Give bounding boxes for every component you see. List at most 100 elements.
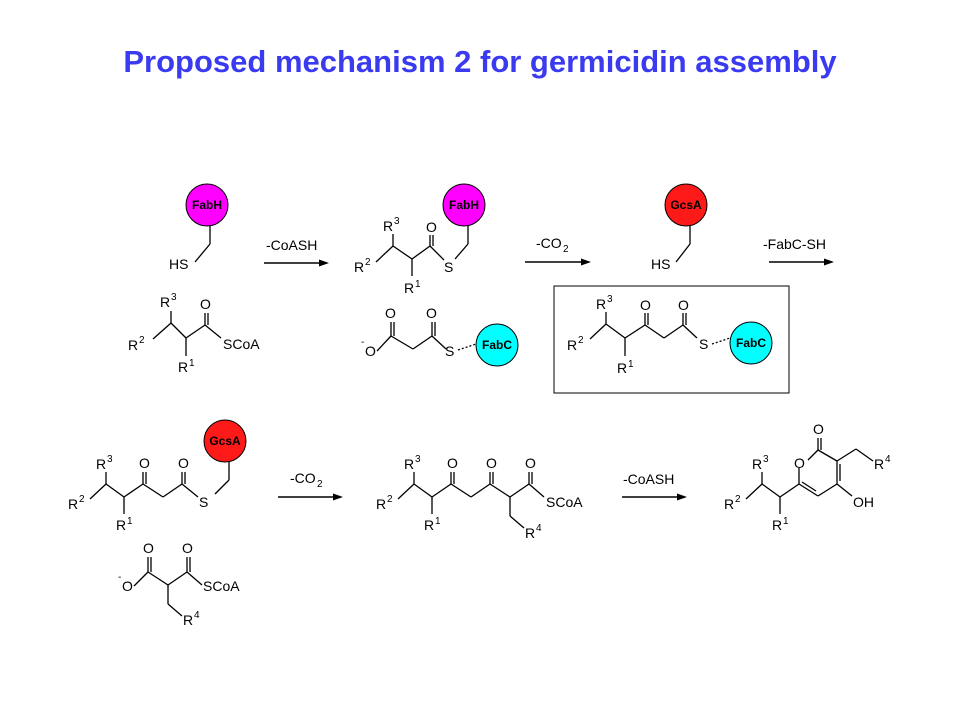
o-atom: O: [200, 296, 211, 312]
s-atom: S: [699, 336, 708, 352]
superscript: 1: [415, 279, 421, 290]
superscript: 2: [79, 494, 85, 505]
hs-atom: HS: [651, 256, 670, 272]
r-atom: R: [178, 359, 188, 375]
superscript: 3: [107, 454, 113, 465]
gcsa-enzyme-icon: [203, 419, 247, 463]
r-atom: R: [354, 259, 364, 275]
arrow-condition-subscript: 2: [563, 244, 569, 255]
reaction-arrow: -CoASH: [264, 237, 329, 267]
arrow-condition-subscript: 2: [317, 479, 323, 490]
r-atom: R: [424, 517, 434, 533]
fabh-enzyme-icon: [442, 183, 486, 227]
gcsa-label: GcsA: [209, 434, 241, 448]
hs-atom: HS: [169, 256, 188, 272]
superscript: 3: [415, 454, 421, 465]
o-atom: O: [525, 455, 536, 471]
r-atom: R: [116, 517, 126, 533]
r-atom: R: [772, 517, 782, 533]
reaction-arrow: -CO 2: [278, 470, 343, 501]
r-atom: R: [752, 456, 762, 472]
o-atom: O: [426, 219, 437, 235]
reaction-arrow: -CO 2: [525, 235, 591, 266]
o-atom: O: [794, 455, 805, 471]
gcsa-thiol-structure: GcsA HS: [651, 183, 708, 272]
reaction-arrow: -FabC-SH: [763, 236, 834, 266]
gcsa-label: GcsA: [670, 198, 702, 212]
o-atom: O: [178, 455, 189, 471]
superscript: 2: [365, 257, 371, 268]
scoa-atom: SCoA: [223, 336, 260, 352]
r-atom: R: [68, 496, 78, 512]
superscript: 1: [628, 359, 634, 370]
o-atom: O: [143, 540, 154, 556]
r-atom: R: [724, 496, 734, 512]
s-atom: S: [444, 259, 453, 275]
o-atom: O: [122, 578, 133, 594]
o-atom: O: [365, 343, 376, 359]
charge-sign: -: [361, 337, 364, 348]
r-atom: R: [567, 337, 577, 353]
fabh-label: FabH: [192, 198, 222, 212]
oh-atom: OH: [853, 494, 874, 510]
arrow-condition: -CoASH: [266, 237, 317, 253]
r-atom: R: [128, 337, 138, 353]
intermediate-box: [553, 285, 790, 394]
o-atom: O: [139, 455, 150, 471]
reaction-arrow: -CoASH: [622, 471, 687, 501]
o-atom: O: [813, 421, 824, 437]
superscript: 4: [885, 454, 891, 465]
r-atom: R: [525, 525, 535, 541]
superscript: 1: [127, 516, 133, 527]
superscript: 3: [607, 294, 613, 305]
o-atom: O: [182, 540, 193, 556]
r-atom: R: [874, 456, 884, 472]
r-atom: R: [183, 612, 193, 628]
charge-sign: -: [118, 572, 121, 583]
superscript: 1: [783, 516, 789, 527]
superscript: 2: [139, 335, 145, 346]
superscript: 1: [435, 516, 441, 527]
superscript: 2: [578, 335, 584, 346]
r-atom: R: [404, 456, 414, 472]
diketide-gcsa-structure: GcsA R 3 R 2 R 1 O O S: [68, 419, 247, 533]
fabh-thiol-structure: FabH HS: [169, 183, 229, 272]
fabc-enzyme-icon: [729, 321, 773, 365]
scoa-atom: SCoA: [203, 578, 240, 594]
r-atom: R: [96, 456, 106, 472]
r-atom: R: [404, 280, 414, 296]
s-atom: S: [445, 343, 454, 359]
methylmalonyl-coa-structure: - O O O SCoA R 4: [118, 540, 240, 628]
fabc-enzyme-icon: [475, 323, 519, 367]
page-title: Proposed mechanism 2 for germicidin asse…: [123, 44, 837, 79]
arrow-condition: -CoASH: [623, 471, 674, 487]
acyl-coa-structure: R 3 R 2 R 1 O SCoA: [128, 292, 260, 375]
fabh-enzyme-icon: [185, 183, 229, 227]
arrow-condition: -CO: [536, 235, 562, 251]
o-atom: O: [640, 297, 651, 313]
superscript: 3: [171, 292, 177, 303]
o-atom: O: [678, 297, 689, 313]
o-atom: O: [426, 305, 437, 321]
o-atom: O: [385, 305, 396, 321]
r-atom: R: [160, 294, 170, 310]
superscript: 3: [763, 454, 769, 465]
r-atom: R: [376, 496, 386, 512]
scoa-atom: SCoA: [546, 494, 583, 510]
triketide-coa-structure: R 3 R 2 R 1 O O O SCoA R 4: [376, 454, 583, 541]
acyl-fabh-structure: FabH R 3 R 2 R 1 O S: [354, 183, 486, 296]
gcsa-enzyme-icon: [664, 183, 708, 227]
fabh-label: FabH: [449, 198, 479, 212]
fabc-label: FabC: [736, 336, 766, 350]
superscript: 4: [536, 523, 542, 534]
germicidin-structure: R 3 R 2 R 1 O O R 4 OH: [724, 421, 891, 533]
arrow-condition: -CO: [290, 470, 316, 486]
fabc-label: FabC: [482, 338, 512, 352]
superscript: 3: [394, 216, 400, 227]
r-atom: R: [383, 218, 393, 234]
superscript: 2: [387, 494, 393, 505]
o-atom: O: [447, 455, 458, 471]
s-atom: S: [199, 494, 208, 510]
r-atom: R: [617, 360, 627, 376]
